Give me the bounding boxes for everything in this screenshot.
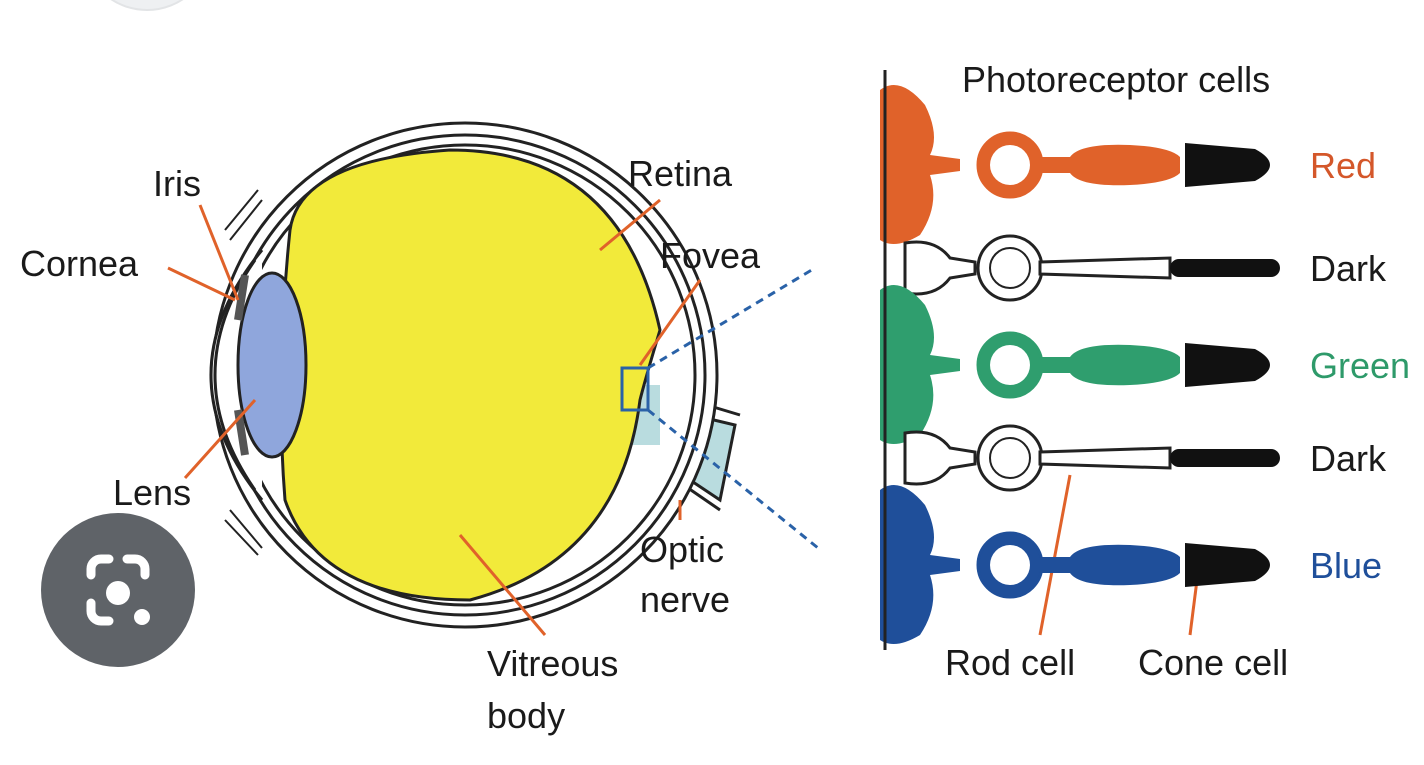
cell-label: Blue bbox=[1310, 545, 1382, 586]
label-vitreous-1: Vitreous bbox=[487, 643, 618, 684]
eyeball bbox=[209, 121, 741, 629]
cell-label: Dark bbox=[1310, 248, 1387, 289]
cell-nucleus bbox=[990, 545, 1030, 585]
label-lens: Lens bbox=[113, 472, 191, 513]
photoreceptor-cell: Dark bbox=[903, 424, 1387, 492]
cone-outer-segment bbox=[1185, 343, 1270, 387]
label-optic-nerve-1: Optic bbox=[640, 529, 724, 570]
rod-outer-segment bbox=[1170, 259, 1280, 277]
label-cornea: Cornea bbox=[20, 243, 139, 284]
rod-segment bbox=[1038, 256, 1172, 280]
cell-body bbox=[880, 285, 960, 444]
photoreceptor-cell: Green bbox=[880, 285, 1410, 444]
cell-body bbox=[880, 85, 960, 244]
cell-label: Green bbox=[1310, 345, 1410, 386]
cell-nucleus bbox=[989, 437, 1031, 479]
rod-outer-segment bbox=[1170, 449, 1280, 467]
google-lens-icon bbox=[86, 554, 150, 626]
label-vitreous-2: body bbox=[487, 695, 565, 736]
photoreceptor-cell: Blue bbox=[880, 485, 1382, 644]
cone-outer-segment bbox=[1185, 143, 1270, 187]
zoom-lines bbox=[647, 266, 819, 550]
cell-label: Red bbox=[1310, 145, 1376, 186]
label-optic-nerve-2: nerve bbox=[640, 579, 730, 620]
cone-inner-segment bbox=[1040, 544, 1180, 586]
rod-segment bbox=[1038, 446, 1172, 470]
cell-nucleus bbox=[990, 145, 1030, 185]
cone-inner-segment bbox=[1040, 344, 1180, 386]
cell-body bbox=[880, 485, 960, 644]
cone-inner-segment bbox=[1040, 144, 1180, 186]
label-retina: Retina bbox=[628, 153, 733, 194]
photoreceptor-cell: Dark bbox=[903, 234, 1387, 302]
fovea-box bbox=[620, 366, 650, 412]
google-lens-button[interactable] bbox=[41, 513, 195, 667]
cell-body bbox=[903, 240, 977, 296]
photoreceptor-cell: Red bbox=[880, 85, 1376, 244]
cone-outer-segment bbox=[1185, 543, 1270, 587]
label-fovea: Fovea bbox=[660, 235, 761, 276]
top-partial-circle bbox=[110, 0, 184, 11]
cell-label: Dark bbox=[1310, 438, 1387, 479]
cell-nucleus bbox=[989, 247, 1031, 289]
photoreceptor-title: Photoreceptor cells bbox=[962, 59, 1270, 100]
lens bbox=[236, 271, 308, 459]
label-iris: Iris bbox=[153, 163, 201, 204]
vitreous-body bbox=[279, 148, 662, 602]
label-rod-cell: Rod cell bbox=[945, 642, 1075, 683]
cell-nucleus bbox=[990, 345, 1030, 385]
cell-body bbox=[903, 430, 977, 486]
label-cone-cell: Cone cell bbox=[1138, 642, 1288, 683]
